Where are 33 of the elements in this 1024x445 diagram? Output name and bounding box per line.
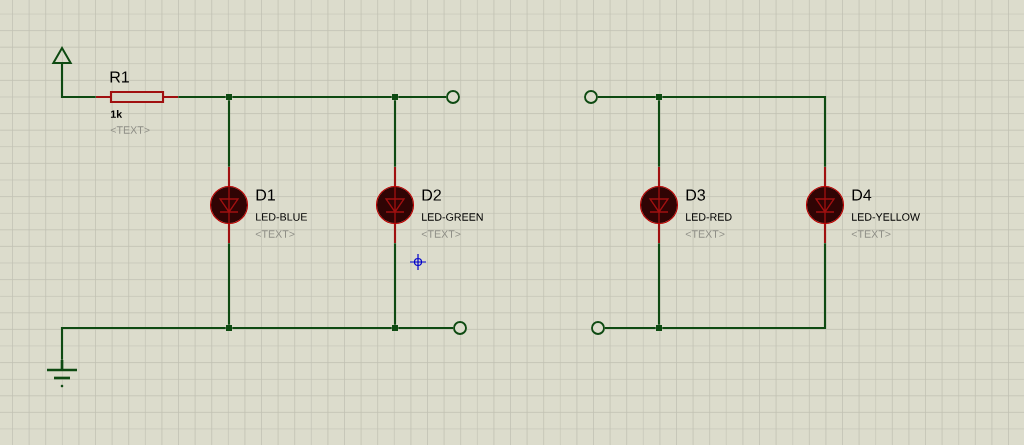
reference-label: D4 <box>852 189 872 201</box>
reference-label: D3 <box>686 189 705 201</box>
wire <box>60 326 226 360</box>
wire <box>657 243 661 325</box>
wire <box>662 243 827 330</box>
wire <box>393 100 397 167</box>
wire <box>232 326 392 330</box>
reference-label: D1 <box>256 189 275 201</box>
placeholder-text: <TEXT> <box>685 230 725 238</box>
placeholder-text: <TEXT> <box>255 230 295 238</box>
wire <box>604 326 656 330</box>
reference-label: R1 <box>110 71 129 83</box>
wire <box>393 243 397 325</box>
wire <box>597 95 656 99</box>
wire <box>232 95 392 99</box>
wire <box>227 243 231 325</box>
value-label: LED-RED <box>686 213 732 221</box>
wire <box>398 326 454 330</box>
value-label: LED-YELLOW <box>852 213 920 221</box>
wire <box>398 95 447 99</box>
wire <box>657 100 661 167</box>
wire <box>662 95 827 167</box>
value-label: 1k <box>110 110 123 118</box>
placeholder-text: <TEXT> <box>110 126 150 134</box>
placeholder-text: <TEXT> <box>851 230 891 238</box>
wire <box>227 100 231 167</box>
value-label: LED-BLUE <box>256 213 307 221</box>
value-label: LED-GREEN <box>422 213 483 221</box>
placeholder-text: <TEXT> <box>421 230 461 238</box>
ground-symbol <box>45 358 79 388</box>
wire <box>178 95 226 99</box>
wire <box>60 64 96 99</box>
reference-label: D2 <box>422 189 441 201</box>
